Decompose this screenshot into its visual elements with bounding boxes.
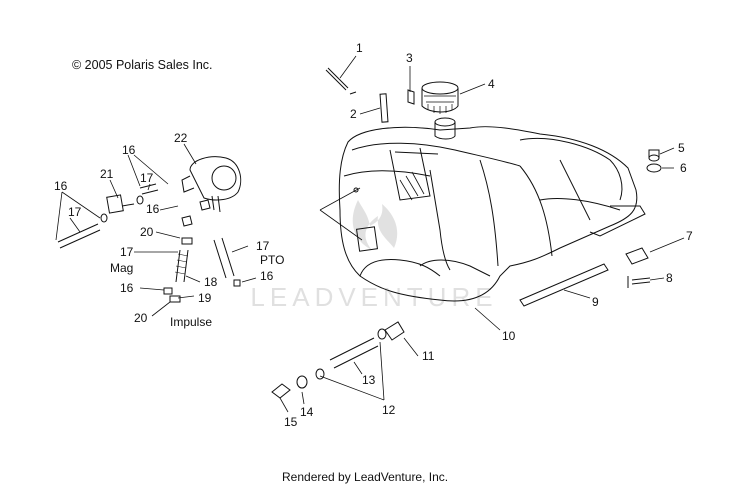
rendered-by-credit: Rendered by LeadVenture, Inc.	[282, 470, 449, 484]
vent-hose	[325, 67, 415, 123]
callout-3: 3	[406, 51, 413, 65]
callout-20-bottom: 20	[134, 311, 148, 325]
callout-13: 13	[362, 373, 376, 387]
callout-16-lower: 16	[120, 281, 134, 295]
callout-5: 5	[678, 141, 685, 155]
callout-8: 8	[666, 271, 673, 285]
callout-4: 4	[488, 77, 495, 91]
watermark: LEADVENTURE	[250, 200, 497, 312]
callout-9: 9	[592, 295, 599, 309]
callout-21: 21	[100, 167, 114, 181]
fuel-pump-assembly	[57, 156, 242, 303]
label-impulse: Impulse	[170, 315, 212, 329]
callout-22: 22	[174, 131, 188, 145]
callout-19: 19	[198, 291, 212, 305]
callout-6: 6	[680, 161, 687, 175]
fuel-cap	[421, 81, 459, 114]
fuel-line-outlet	[271, 321, 405, 399]
callout-12: 12	[382, 403, 396, 417]
label-pto: PTO	[260, 253, 284, 267]
tank-strap	[519, 149, 662, 307]
callout-16-left: 16	[54, 179, 68, 193]
callout-16-top: 16	[122, 143, 136, 157]
callout-16-right: 16	[260, 269, 274, 283]
callout-7: 7	[686, 229, 693, 243]
fuel-tank	[338, 126, 638, 302]
callout-1: 1	[356, 41, 363, 55]
callout-18: 18	[204, 275, 218, 289]
leader-lines	[55, 55, 685, 413]
callout-20-top: 20	[140, 225, 154, 239]
callout-11: 11	[422, 349, 435, 363]
callout-10: 10	[502, 329, 516, 343]
callout-17-left: 17	[68, 205, 82, 219]
fuel-tank-group	[338, 117, 646, 302]
callout-2: 2	[350, 107, 357, 121]
callout-15: 15	[284, 415, 298, 429]
copyright-notice: © 2005 Polaris Sales Inc.	[72, 58, 213, 72]
watermark-text: LEADVENTURE	[250, 282, 497, 312]
callouts: 1 2 3 4 5 6 7 8 9 10 11 12 13 14 15 16 1…	[54, 41, 693, 429]
callout-17-mag: 17	[120, 245, 134, 259]
label-mag: Mag	[110, 261, 133, 275]
callout-17-top: 17	[140, 171, 154, 185]
callout-16-mid: 16	[146, 202, 160, 216]
callout-14: 14	[300, 405, 314, 419]
callout-17-pto: 17	[256, 239, 270, 253]
